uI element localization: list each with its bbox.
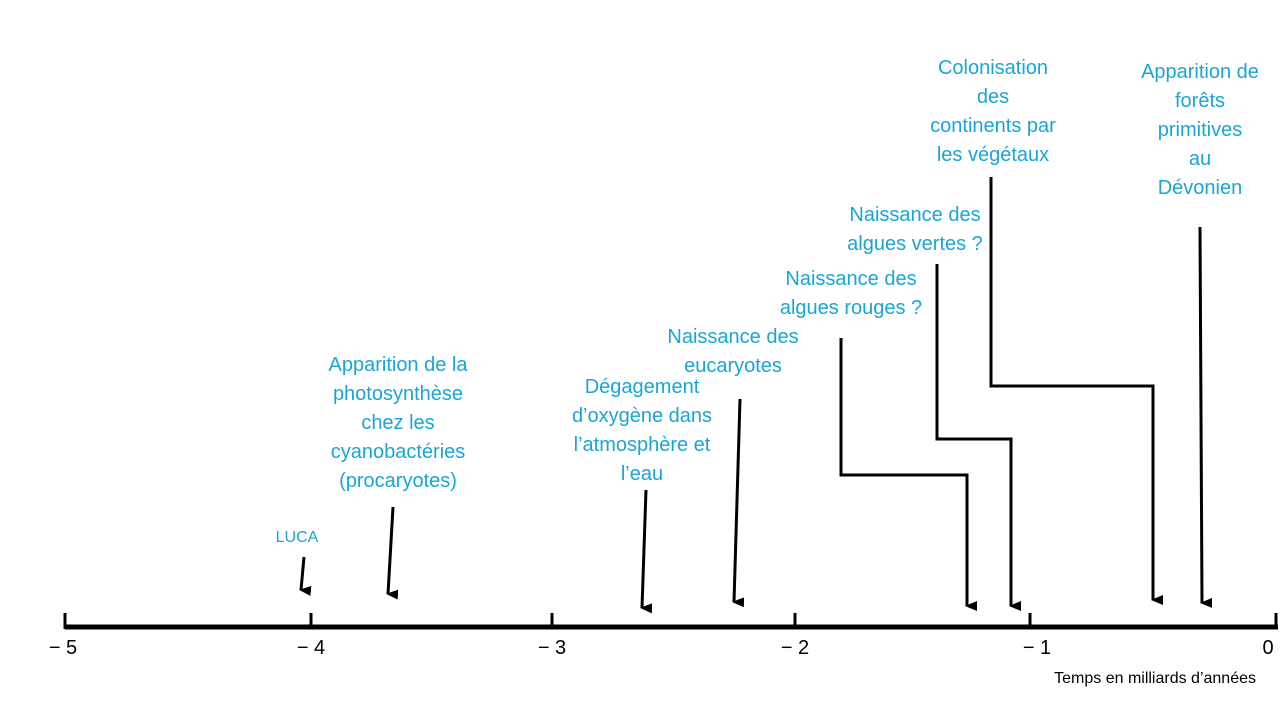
event-label-forets: Apparition de forêts primitives au Dévon… — [1141, 61, 1259, 199]
arrow-luca — [299, 556, 312, 596]
arrow-colonisation — [989, 177, 1163, 605]
tick-label: − 2 — [780, 637, 810, 659]
event-label-eucaryotes: Naissance des eucaryotes — [667, 326, 799, 377]
tick-label: − 5 — [48, 637, 78, 659]
axis-title: Temps en milliards d’années — [1054, 670, 1256, 687]
event-label-oxygene: Dégagement d’oxygène dans l’atmosphère e… — [571, 376, 713, 485]
arrow-algues-vertes — [935, 264, 1021, 611]
arrow-algues-rouges — [839, 338, 977, 611]
arrow-eucaryotes — [732, 398, 745, 608]
arrow-forets — [1198, 226, 1213, 608]
tick-label: − 4 — [296, 637, 326, 659]
tick-label: − 3 — [537, 637, 567, 659]
event-label-colonisation: Colonisation des continents par les végé… — [930, 57, 1056, 166]
tick-label: 0 — [1262, 637, 1274, 659]
event-connectors — [299, 177, 1213, 614]
arrow-photosynthese — [386, 506, 399, 600]
tick-label: − 1 — [1022, 637, 1052, 659]
arrow-oxygene — [640, 489, 653, 614]
event-label-algues-rouges: Naissance des algues rouges ? — [779, 268, 923, 319]
tick-marks — [63, 613, 1278, 629]
event-label-algues-vertes: Naissance des algues vertes ? — [847, 204, 983, 255]
event-label-luca: LUCA — [275, 529, 319, 546]
event-label-photosynthese: Apparition de la photosynthèse chez les … — [328, 354, 468, 492]
